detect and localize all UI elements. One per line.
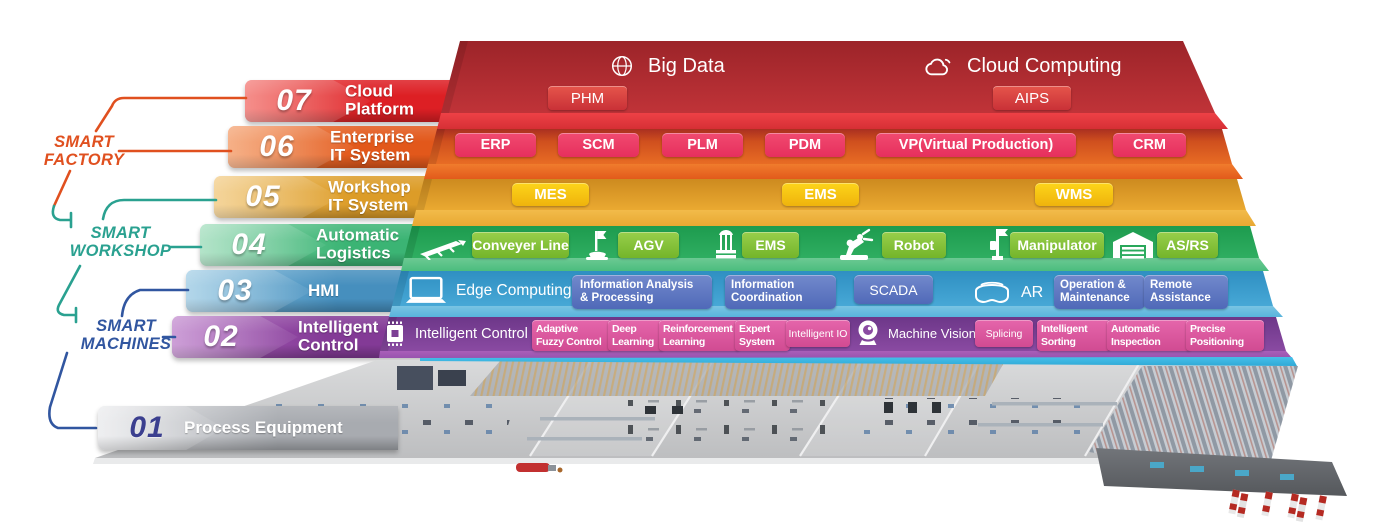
pill-erp: ERP — [455, 133, 536, 157]
pill-expert-system: Expert System — [735, 320, 790, 351]
pill-ems-04: EMS — [742, 232, 799, 258]
pill-intelligent-sorting: Intelligent Sorting — [1037, 320, 1111, 351]
tab-shade — [98, 406, 398, 450]
manipulator-icon-holder — [984, 227, 1010, 260]
agv-icon — [586, 231, 608, 260]
edge-computing-lead: Edge Computing — [404, 276, 571, 305]
cloud-computing-heading: Cloud Computing — [923, 53, 1122, 80]
chip-icon — [387, 321, 403, 346]
pill-operation-maintenance: Operation & Maintenance — [1054, 275, 1145, 309]
side-label-smart-machines: SMART MACHINES — [80, 317, 172, 354]
pill-splicing: Splicing — [975, 320, 1033, 347]
layer-name: Automatic Logistics — [316, 225, 400, 263]
layer-name: Workshop IT System — [328, 177, 411, 215]
side-label-smart-workshop: SMART WORKSHOP — [69, 224, 172, 261]
webcam-icon — [858, 320, 878, 345]
hoist-icon-holder — [711, 228, 741, 260]
pill-plm: PLM — [662, 133, 743, 157]
pill-manipulator: Manipulator — [1010, 232, 1104, 258]
rack-legs — [1228, 489, 1327, 522]
tab-shade — [228, 126, 450, 168]
agv-icon-holder — [581, 228, 613, 261]
layer-number: 07 — [276, 84, 312, 117]
pill-remote-assistance: Remote Assistance — [1144, 275, 1228, 309]
pill-aips: AIPS — [993, 86, 1071, 110]
pill-mes: MES — [512, 183, 589, 206]
robot-icon-holder — [836, 227, 878, 260]
pill-phm: PHM — [548, 86, 627, 110]
layer-number: 04 — [231, 228, 267, 261]
pill-conveyer-line: Conveyer Line — [472, 232, 569, 258]
layer-name: Enterprise IT System — [330, 127, 415, 165]
laptop-icon — [405, 276, 447, 303]
warehouse-icon-holder — [1110, 230, 1156, 259]
tab-shade — [214, 176, 448, 218]
pill-deep-learning: Deep Learning — [608, 320, 664, 351]
tab-cloud-platform: 07 Cloud Platform — [245, 80, 455, 122]
tab-automatic-logistics: 04 Automatic Logistics — [200, 224, 446, 266]
robot-icon — [840, 228, 874, 260]
layer-number: 03 — [217, 274, 253, 307]
pill-agv: AGV — [618, 232, 679, 258]
tab-workshop-it-system: 05 Workshop IT System — [214, 176, 448, 218]
intelligent-control-lead: Intelligent Control — [381, 320, 528, 347]
pill-reinforcement-learning: Reinforcement Learning — [659, 320, 740, 351]
ar-label: AR — [1021, 283, 1044, 301]
layer-number: 01 — [129, 411, 165, 444]
machine-vision-lead: Machine Vision — [853, 319, 976, 348]
tab-shade — [245, 80, 455, 122]
ar-lead: AR — [972, 279, 1043, 306]
ar-glasses-icon — [975, 281, 1009, 304]
pill-vp: VP(Virtual Production) — [876, 133, 1076, 157]
big-data-label: Big Data — [648, 54, 725, 77]
conveyor-icon — [420, 240, 466, 260]
edge-computing-label: Edge Computing — [456, 281, 572, 299]
pill-pdm: PDM — [765, 133, 845, 157]
pill-intelligent-io: Intelligent IO — [786, 320, 850, 347]
cloud-computing-label: Cloud Computing — [967, 55, 1122, 77]
pill-wms: WMS — [1035, 183, 1113, 206]
pill-automatic-inspection: Automatic Inspection — [1107, 320, 1191, 351]
pill-information-analysis: Information Analysis & Processing — [572, 275, 712, 309]
forklift — [516, 463, 563, 473]
pill-ems-05: EMS — [782, 183, 859, 206]
layer-number: 06 — [259, 130, 295, 163]
layer-number: 02 — [203, 320, 239, 353]
tab-process-equipment: 01 Process Equipment — [98, 406, 398, 450]
tab-enterprise-it-system: 06 Enterprise IT System — [228, 126, 450, 168]
intelligent-control-label: Intelligent Control — [415, 325, 528, 342]
pill-scm: SCM — [558, 133, 639, 157]
manipulator-icon — [990, 229, 1008, 260]
big-data-heading: Big Data — [608, 53, 725, 79]
cloud-icon — [925, 58, 951, 76]
tab-hmi: 03 HMI — [186, 270, 438, 312]
machine-vision-label: Machine Vision — [888, 326, 976, 341]
layer-name: Process Equipment — [184, 417, 343, 437]
layer-name: Cloud Platform — [345, 81, 414, 119]
globe-icon — [611, 55, 633, 77]
pill-adaptive-fuzzy-control: Adaptive Fuzzy Control — [532, 320, 612, 351]
hoist-icon — [716, 229, 736, 259]
connector-lines — [48, 96, 248, 430]
warehouse-icon — [1113, 232, 1153, 259]
conveyor-icon-holder — [418, 230, 468, 260]
pill-asrs: AS/RS — [1157, 232, 1218, 258]
pill-scada: SCADA — [854, 275, 933, 304]
layer-number: 05 — [245, 180, 281, 213]
layer-name: Intelligent Control — [298, 317, 379, 355]
side-label-smart-factory: SMART FACTORY — [43, 133, 125, 170]
pill-information-coordination: Information Coordination — [725, 275, 836, 309]
pill-precise-positioning: Precise Positioning — [1186, 320, 1264, 351]
pill-crm: CRM — [1113, 133, 1186, 157]
pill-robot: Robot — [882, 232, 946, 258]
layer-name: HMI — [308, 280, 340, 300]
